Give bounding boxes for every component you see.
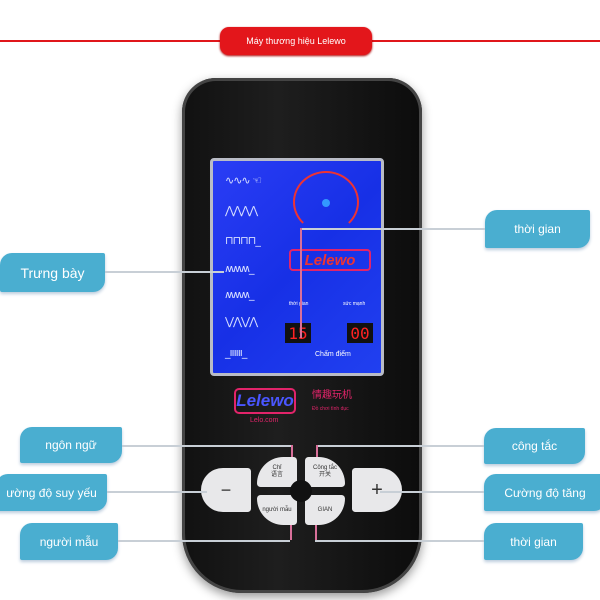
connector-display (104, 271, 224, 273)
brand-chinese: 情趣玩机 (312, 390, 352, 401)
connector-time-top (300, 228, 486, 230)
brand-subtitle: Đồ chơi tình dục (312, 406, 349, 412)
title-banner: Máy thương hiệu Lelewo (220, 27, 372, 55)
label-time-top: thời gian (485, 210, 590, 248)
minus-button[interactable]: − (201, 468, 251, 512)
brand-logo: Lelewo (234, 388, 296, 414)
wave-icon-1: ∿∿∿ ☜ (225, 174, 262, 187)
center-hub (290, 480, 312, 502)
connector-time-bottom-v (315, 525, 317, 540)
label-weaken: ường độ suy yếu (0, 474, 107, 511)
wave-icon-7: _ıııııı_ (225, 346, 247, 359)
language-label-zh: 语言 (270, 472, 283, 478)
strength-label: sức mạnh (343, 301, 366, 307)
switch-label-zh: 开关 (318, 472, 331, 478)
label-language: ngôn ngữ (20, 427, 122, 463)
connector-model-v (290, 525, 292, 540)
score-label: Chấm điểm (315, 351, 351, 358)
brand-site: Lelo.com (250, 417, 279, 424)
strength-value: 00 (347, 323, 373, 343)
connector-weaken (107, 491, 207, 493)
time-value: 15 (285, 323, 311, 343)
switch-label: Công tắc (312, 465, 337, 471)
label-increase: Cường độ tăng (484, 474, 600, 511)
connector-time-top-v (300, 228, 302, 338)
screen-logo: Lelewo (289, 249, 371, 271)
connector-switch (316, 445, 484, 447)
intensity-ring (293, 171, 359, 233)
connector-language-v (291, 445, 293, 457)
connector-increase (380, 491, 484, 493)
connector-switch-v (316, 445, 318, 457)
connector-language (122, 445, 292, 447)
wave-icon-3: ⊓⊓⊓⊓_ (225, 234, 261, 247)
plus-button[interactable]: + (352, 468, 402, 512)
label-display: Trưng bày (0, 253, 105, 292)
language-label: Chỉ (272, 465, 282, 471)
wave-icon-4: ʍʍʍ_ (225, 262, 254, 275)
label-switch: công tắc (484, 428, 585, 464)
time-label: thời gian (289, 301, 309, 307)
label-time-bottom: thời gian (484, 523, 583, 560)
connector-time-bottom (315, 540, 484, 542)
lcd-screen: ∿∿∿ ☜ ⋀⋀⋀⋀ ⊓⊓⊓⊓_ ʍʍʍ_ ʍʍʍ_ ⋁⋀⋁⋀ _ıııııı_… (210, 158, 384, 376)
intensity-dot (322, 199, 330, 207)
wave-icon-5: ʍʍʍ_ (225, 288, 254, 301)
label-model: người mẫu (20, 523, 118, 560)
wave-icon-6: ⋁⋀⋁⋀ (225, 315, 258, 328)
connector-model (118, 540, 290, 542)
wave-icon-2: ⋀⋀⋀⋀ (225, 204, 258, 217)
